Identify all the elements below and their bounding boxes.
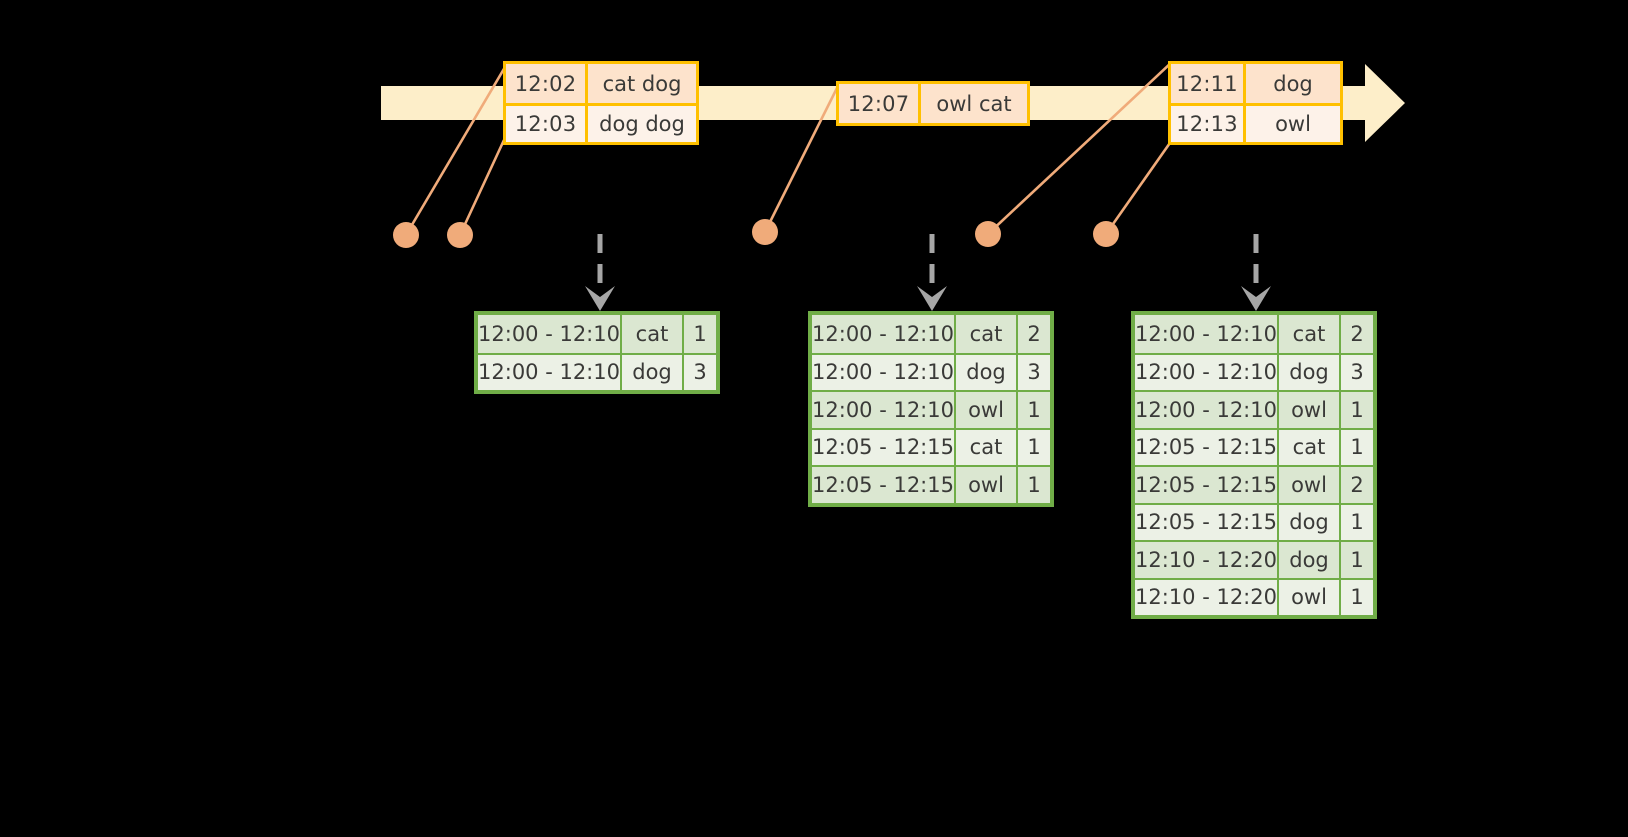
event-box-2[interactable]: 12:07 owl cat (836, 81, 1030, 126)
connector-12-07 (763, 81, 842, 233)
cell-word: owl (956, 467, 1018, 503)
event-words: dog dog (588, 106, 696, 142)
cell-count: 1 (1018, 392, 1050, 428)
cell-word: cat (956, 315, 1018, 353)
connector-12-03 (458, 139, 506, 236)
cell-word: dog (1279, 542, 1341, 578)
connector-lines (404, 61, 1174, 236)
marker-12-11 (975, 221, 1001, 247)
marker-12-02 (393, 222, 419, 248)
cell-count: 1 (1341, 579, 1373, 615)
cell-word: owl (1279, 579, 1341, 615)
cell-window: 12:00 - 12:10 (812, 315, 956, 353)
emit-arrows (585, 234, 1271, 311)
event-words: owl (1246, 106, 1340, 142)
event-time: 12:11 (1171, 64, 1246, 103)
cell-word: cat (622, 315, 684, 353)
cell-word: dog (956, 354, 1018, 390)
event-time: 12:02 (506, 64, 588, 103)
event-time: 12:13 (1171, 106, 1246, 142)
cell-count: 1 (1018, 429, 1050, 465)
cell-count: 1 (1018, 467, 1050, 503)
cell-window: 12:00 - 12:10 (812, 392, 956, 428)
cell-count: 1 (684, 315, 716, 353)
cell-count: 1 (1341, 504, 1373, 540)
cell-count: 3 (684, 354, 716, 390)
connector-12-02 (404, 61, 510, 236)
cell-window: 12:00 - 12:10 (478, 315, 622, 353)
cell-word: cat (956, 429, 1018, 465)
event-time: 12:03 (506, 106, 588, 142)
cell-window: 12:00 - 12:10 (1135, 354, 1279, 390)
cell-word: dog (1279, 354, 1341, 390)
cell-count: 1 (1341, 542, 1373, 578)
event-words: cat dog (588, 64, 696, 103)
cell-word: owl (956, 392, 1018, 428)
emit-arrow-3 (1241, 234, 1271, 311)
cell-window: 12:10 - 12:20 (1135, 579, 1279, 615)
cell-word: dog (622, 354, 684, 390)
event-row[interactable]: 12:13 owl (1171, 103, 1340, 142)
cell-word: owl (1279, 467, 1341, 503)
marker-12-07 (752, 219, 778, 245)
cell-window: 12:05 - 12:15 (1135, 504, 1279, 540)
cell-window: 12:00 - 12:10 (1135, 392, 1279, 428)
cell-count: 2 (1018, 315, 1050, 353)
cell-window: 12:05 - 12:15 (812, 429, 956, 465)
event-words: dog (1246, 64, 1340, 103)
connector-12-13 (1104, 139, 1174, 235)
cell-window: 12:00 - 12:10 (478, 354, 622, 390)
cell-window: 12:00 - 12:10 (1135, 315, 1279, 353)
event-words: owl cat (921, 84, 1027, 123)
cell-window: 12:05 - 12:15 (1135, 429, 1279, 465)
marker-12-03 (447, 222, 473, 248)
cell-word: owl (1279, 392, 1341, 428)
cell-count: 2 (1341, 467, 1373, 503)
cell-window: 12:10 - 12:20 (1135, 542, 1279, 578)
event-box-1[interactable]: 12:02 cat dog 12:03 dog dog (503, 61, 699, 145)
cell-word: dog (1279, 504, 1341, 540)
cell-word: cat (1279, 429, 1341, 465)
cell-count: 3 (1018, 354, 1050, 390)
event-time: 12:07 (839, 84, 921, 123)
cell-window: 12:05 - 12:15 (1135, 467, 1279, 503)
event-row[interactable]: 12:07 owl cat (839, 84, 1027, 123)
event-row[interactable]: 12:03 dog dog (506, 103, 696, 142)
emit-arrow-2 (917, 234, 947, 311)
event-row[interactable]: 12:11 dog (1171, 64, 1340, 103)
cell-count: 1 (1341, 429, 1373, 465)
event-markers (393, 219, 1119, 248)
cell-window: 12:05 - 12:15 (812, 467, 956, 503)
emit-arrow-1 (585, 234, 615, 311)
cell-window: 12:00 - 12:10 (812, 354, 956, 390)
cell-count: 1 (1341, 392, 1373, 428)
cell-count: 3 (1341, 354, 1373, 390)
marker-12-13 (1093, 221, 1119, 247)
event-box-3[interactable]: 12:11 dog 12:13 owl (1168, 61, 1343, 145)
connector-12-11 (987, 61, 1173, 235)
cell-count: 2 (1341, 315, 1373, 353)
event-row[interactable]: 12:02 cat dog (506, 64, 696, 103)
cell-word: cat (1279, 315, 1341, 353)
